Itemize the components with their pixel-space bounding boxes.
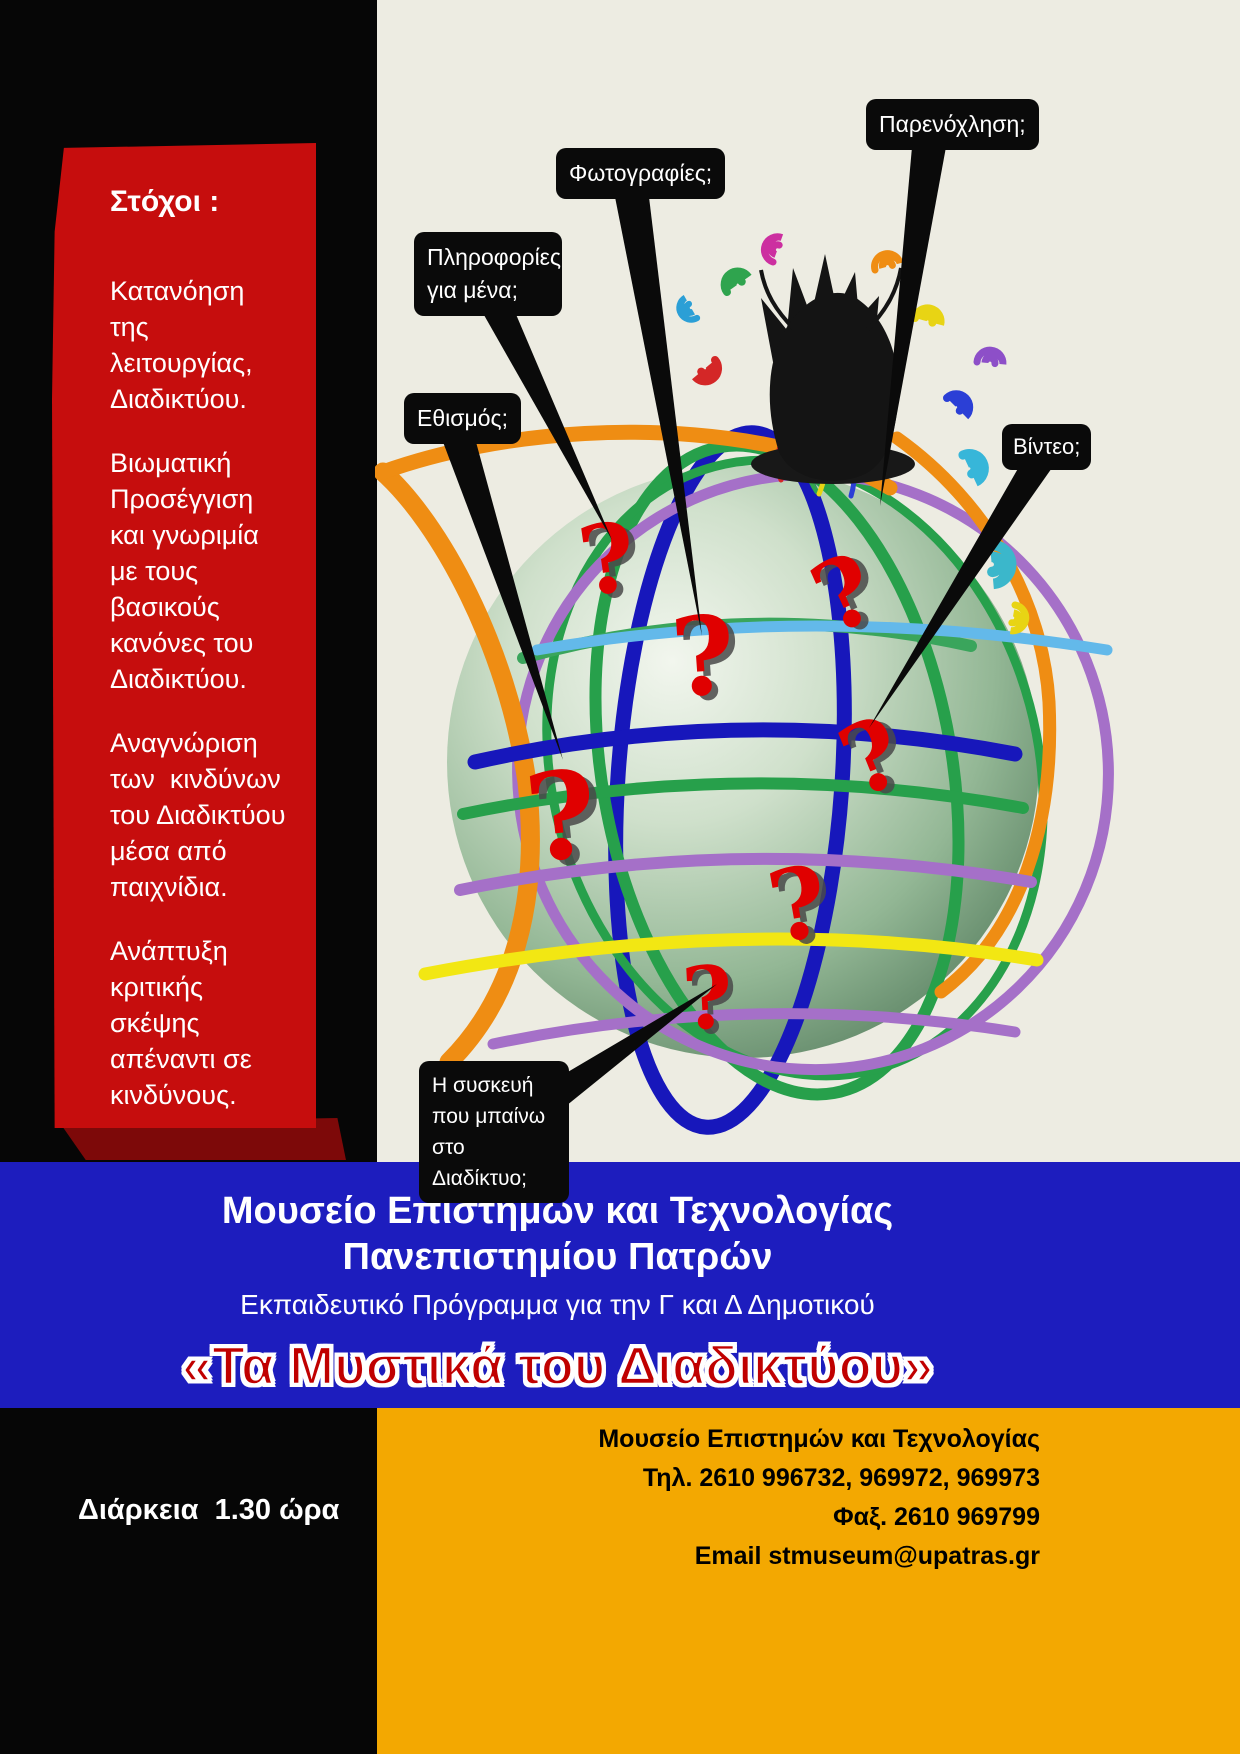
poster-title: «Τα Μυστικά του Διαδικτύου» xyxy=(181,1335,935,1398)
question-mark: ? xyxy=(667,592,739,722)
banner-program: Εκπαιδευτικό Πρόγραμμα για την Γ και Δ Δ… xyxy=(240,1289,875,1320)
goal-item: Αναγνώριση των κινδύνων του Διαδικτύου μ… xyxy=(110,728,293,902)
callout-tail-harassment xyxy=(880,147,946,506)
goals-title: Στόχοι : xyxy=(110,185,220,218)
footer-contact: Μουσείο Επιστημών και Τεχνολογίας Τηλ. 2… xyxy=(377,1408,1240,1754)
contact-email: Email stmuseum@upatras.gr xyxy=(694,1542,1040,1570)
callout-tail-video xyxy=(869,465,1054,728)
callout-tails xyxy=(443,147,1054,1110)
callout-addiction: Εθισμός; xyxy=(404,393,521,444)
question-mark-shadow: ? xyxy=(685,952,741,1055)
callout-tail-device xyxy=(561,984,717,1110)
monster-illustration xyxy=(675,233,1028,633)
contact-phone: Τηλ. 2610 996732, 969972, 969973 xyxy=(642,1464,1040,1492)
duration-label: Διάρκεια 1.30 ώρα xyxy=(78,1494,340,1526)
callout-video: Βίντεο; xyxy=(1002,424,1092,470)
goals-panel: Στόχοι : Κατανόηση της λειτουργίας, Διαδ… xyxy=(52,143,316,1128)
globe-illustration: ? ? ? ? ? ? ? ? ? ? ? ? xyxy=(375,147,1114,1135)
goal-item: Κατανόηση της λειτουργίας, Διαδικτύου. xyxy=(110,276,259,414)
question-mark-shadow: ? xyxy=(527,748,612,896)
question-mark-shadow: ? xyxy=(674,597,746,727)
question-mark: ? xyxy=(680,947,736,1050)
globe-ribbons xyxy=(375,424,1114,1135)
question-mark: ? xyxy=(519,743,604,891)
callout-photos: Φωτογραφίες; xyxy=(556,148,726,199)
callout-device: Η συσκευή που μπαίνω στο Διαδίκτυο; xyxy=(419,1061,569,1203)
footer-left: Διάρκεια 1.30 ώρα xyxy=(0,1408,377,1754)
contact-museum: Μουσείο Επιστημών και Τεχνολογίας xyxy=(598,1425,1040,1453)
callout-tail-photos xyxy=(615,197,702,636)
contact-fax: Φαξ. 2610 969799 xyxy=(833,1503,1040,1531)
goal-item: Ανάπτυξη κριτικής σκέψης απέναντι σε κιν… xyxy=(110,936,260,1110)
banner-museum-line2: Πανεπιστημίου Πατρών xyxy=(342,1236,773,1278)
callout-tail-addiction xyxy=(443,442,563,760)
callout-harassment: Παρενόχληση; xyxy=(866,99,1039,150)
goal-item: Βιωματική Προσέγγιση και γνωριμία με του… xyxy=(110,448,267,694)
callout-info-about-me: Πληροφορίες για μένα; xyxy=(414,232,562,316)
banner: Μουσείο Επιστημών και Τεχνολογίας Πανεπι… xyxy=(0,1162,1240,1408)
callout-tail-info xyxy=(480,308,612,540)
